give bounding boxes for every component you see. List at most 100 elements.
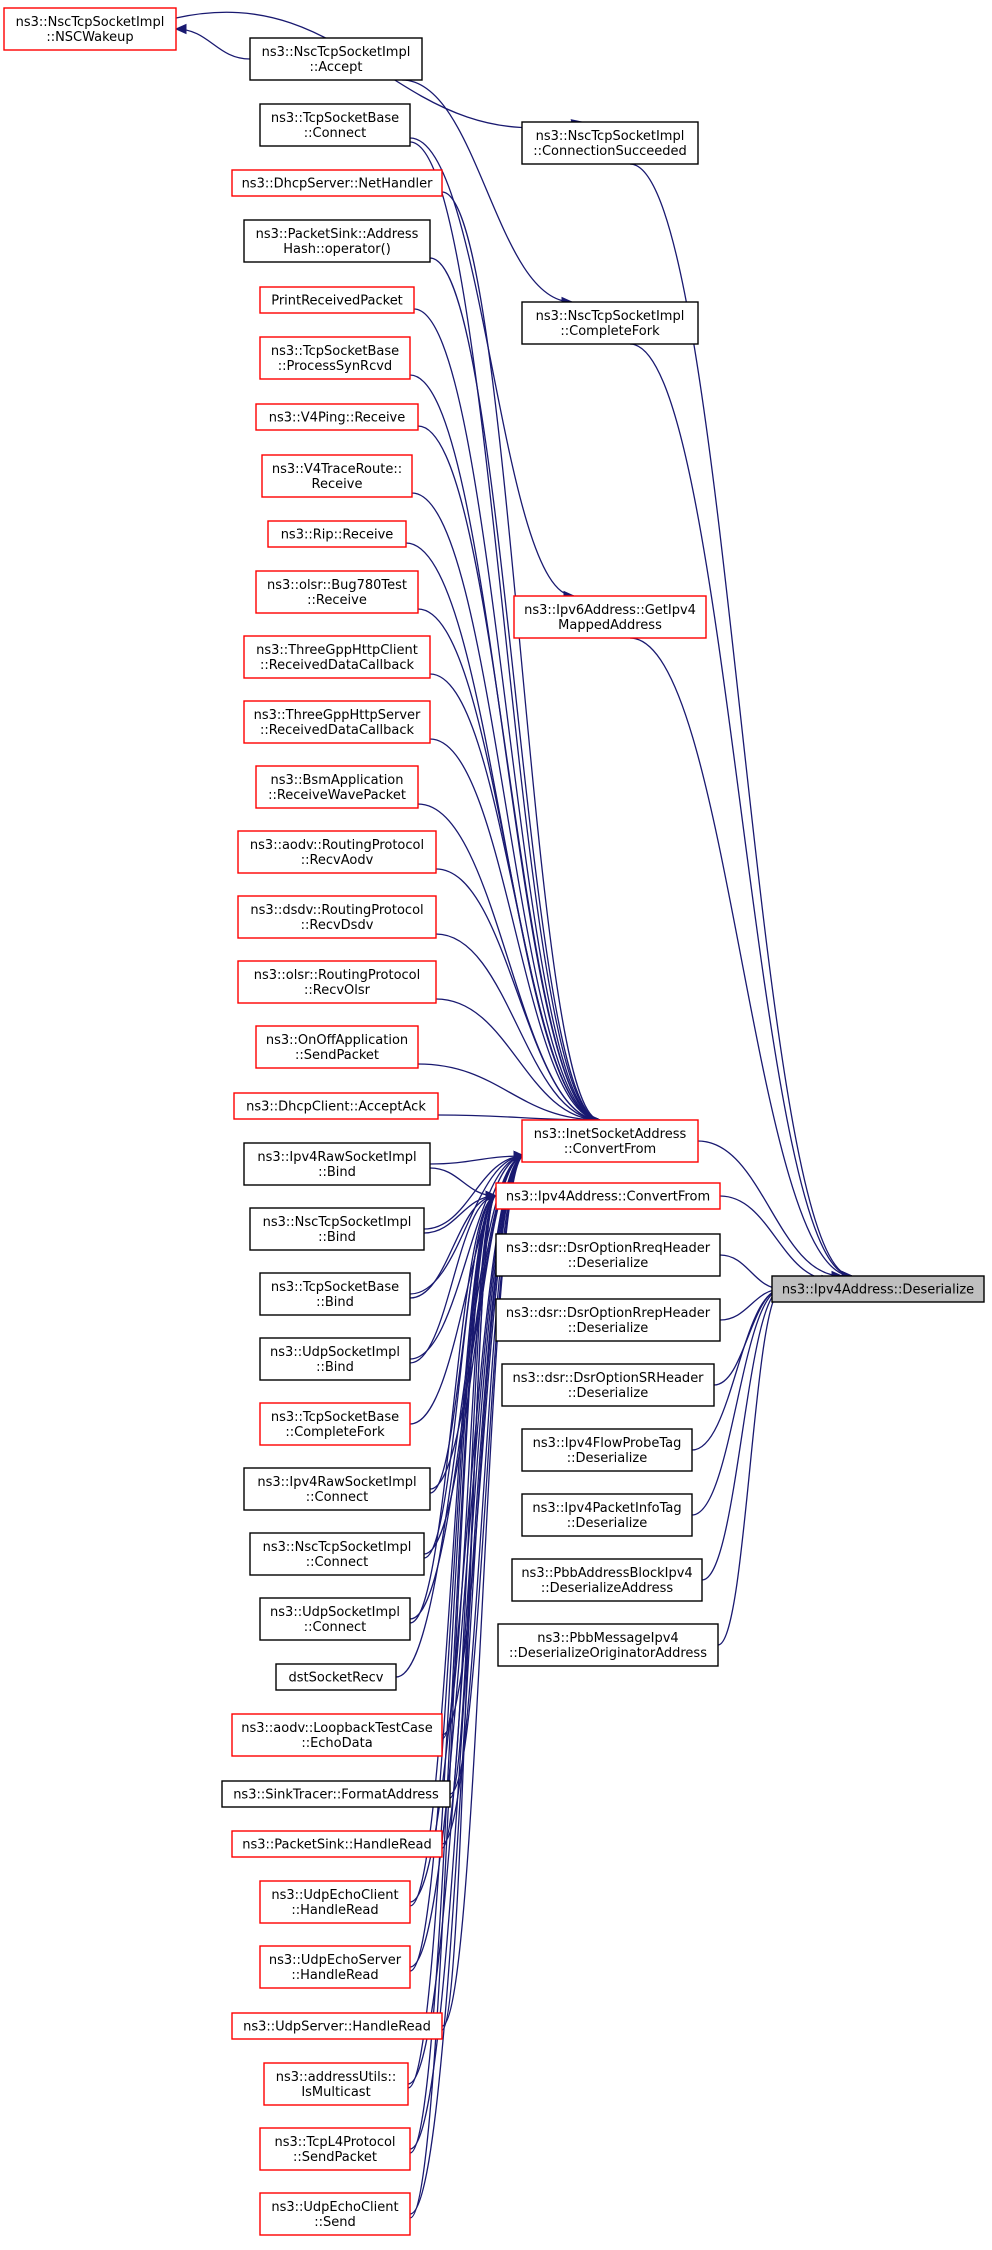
node-label-ismulticast-1: IsMulticast [301,2085,370,2100]
node-label-onoff-0: ns3::OnOffApplication [266,1033,408,1048]
node-printreceived[interactable]: PrintReceivedPacket [259,286,415,314]
node-aodvrecv[interactable]: ns3::aodv::RoutingProtocol::RecvAodv [237,830,437,874]
node-ismulticast[interactable]: ns3::addressUtils::IsMulticast [263,2062,409,2106]
node-udpserverread[interactable]: ns3::UdpServer::HandleRead [231,2012,443,2040]
node-tcpbaseconnect[interactable]: ns3::TcpSocketBase::Connect [259,103,411,147]
node-sinktracer[interactable]: ns3::SinkTracer::FormatAddress [221,1780,451,1808]
edge-olsrrecv-to-hub [435,998,601,1121]
node-onoff[interactable]: ns3::OnOffApplication::SendPacket [255,1025,419,1069]
node-label-pbbmsg-0: ns3::PbbMessageIpv4 [537,1631,678,1646]
node-dhcpserver[interactable]: ns3::DhcpServer::NetHandler [231,169,443,197]
node-httpclient[interactable]: ns3::ThreeGppHttpClient::ReceivedDataCal… [243,635,431,679]
node-box-dstsocket [275,1663,397,1691]
node-dsrrreq[interactable]: ns3::dsr::DsrOptionRreqHeader::Deseriali… [495,1233,721,1277]
node-loopback[interactable]: ns3::aodv::LoopbackTestCase::EchoData [231,1713,443,1757]
node-label-olsrrecv-1: ::RecvOlsr [304,983,371,998]
node-dsrsr[interactable]: ns3::dsr::DsrOptionSRHeader::Deserialize [501,1363,715,1407]
node-box-pbbblock [511,1558,703,1602]
node-box-ipv6getipv4 [513,595,707,639]
node-label-tcpbasebind-1: ::Bind [316,1295,354,1310]
node-bug780[interactable]: ns3::olsr::Bug780Test::Receive [255,570,419,614]
edge-pbbblock-to-target [701,1288,783,1581]
node-pbbblock[interactable]: ns3::PbbAddressBlockIpv4::DeserializeAdd… [511,1558,703,1602]
node-udpbind[interactable]: ns3::UdpSocketImpl::Bind [259,1337,411,1381]
node-box-loopback [231,1713,443,1757]
node-box-sinktracer [221,1780,451,1808]
node-label-bsm-1: ::ReceiveWavePacket [268,788,406,803]
node-label-packetsinkhash-0: ns3::PacketSink::Address [256,227,419,242]
edge-packetsinkread-to-ipv4convert [441,1195,497,1849]
node-label-udpserverread-0: ns3::UdpServer::HandleRead [243,2020,431,2035]
node-udpconnect[interactable]: ns3::UdpSocketImpl::Connect [259,1597,411,1641]
node-target[interactable]: ns3::Ipv4Address::Deserialize [771,1275,985,1303]
edge-udpbind-to-ipv4convert [409,1195,497,1364]
edge-ipv4rawbind-to-hub [429,1155,525,1165]
node-box-printreceived [259,286,415,314]
node-rip[interactable]: ns3::Rip::Receive [267,520,407,548]
node-label-printreceived-0: PrintReceivedPacket [271,294,403,309]
node-flowprobe[interactable]: ns3::Ipv4FlowProbeTag::Deserialize [521,1428,693,1472]
node-bsm[interactable]: ns3::BsmApplication::ReceiveWavePacket [255,765,419,809]
node-nscbind[interactable]: ns3::NscTcpSocketImpl::Bind [249,1207,425,1251]
node-httpserver[interactable]: ns3::ThreeGppHttpServer::ReceivedDataCal… [243,700,431,744]
node-label-nscwakeup-0: ns3::NscTcpSocketImpl [16,15,165,30]
node-box-connsucceeded [521,121,699,165]
node-v4trace[interactable]: ns3::V4TraceRoute::Receive [261,454,413,498]
node-dhcpclient[interactable]: ns3::DhcpClient::AcceptAck [233,1092,439,1120]
node-dsrrrep[interactable]: ns3::dsr::DsrOptionRrepHeader::Deseriali… [495,1298,721,1342]
edge-tcpbaseconnect-to-ipv6getipv4 [409,137,575,597]
node-echoclientsend[interactable]: ns3::UdpEchoClient::Send [259,2192,411,2236]
node-box-echoserverread [259,1945,411,1989]
node-label-completefork-0: ns3::NscTcpSocketImpl [536,309,685,324]
node-olsrrecv[interactable]: ns3::olsr::RoutingProtocol::RecvOlsr [237,960,437,1004]
node-v4ping[interactable]: ns3::V4Ping::Receive [255,403,419,431]
node-processsynrcvd[interactable]: ns3::TcpSocketBase::ProcessSynRcvd [259,336,411,380]
node-completefork[interactable]: ns3::NscTcpSocketImpl::CompleteFork [521,301,699,345]
node-label-echoclientread-1: ::HandleRead [291,1903,378,1918]
node-label-nscwakeup-1: ::NSCWakeup [46,30,133,45]
edge-printreceived-to-hub [413,308,601,1121]
node-ipv4convert[interactable]: ns3::Ipv4Address::ConvertFrom [495,1182,721,1210]
node-label-aodvrecv-1: ::RecvAodv [301,853,374,868]
node-hub[interactable]: ns3::InetSocketAddress::ConvertFrom [521,1119,699,1163]
node-box-flowprobe [521,1428,693,1472]
node-box-udpconnect [259,1597,411,1641]
node-label-dsdvrecv-0: ns3::dsdv::RoutingProtocol [250,903,423,918]
node-tcpcompletefork[interactable]: ns3::TcpSocketBase::CompleteFork [259,1402,411,1446]
node-box-udpbind [259,1337,411,1381]
node-label-httpserver-0: ns3::ThreeGppHttpServer [254,708,421,723]
node-label-dsrsr-0: ns3::dsr::DsrOptionSRHeader [512,1371,704,1386]
node-ipv4rawconnect[interactable]: ns3::Ipv4RawSocketImpl::Connect [243,1467,431,1511]
edge-nscaccept-to-nscwakeup-arrowhead [174,23,187,35]
node-dsdvrecv[interactable]: ns3::dsdv::RoutingProtocol::RecvDsdv [237,895,437,939]
node-box-onoff [255,1025,419,1069]
node-label-v4ping-0: ns3::V4Ping::Receive [269,411,406,426]
node-nscwakeup[interactable]: ns3::NscTcpSocketImpl::NSCWakeup [3,7,177,51]
node-tcpl4send[interactable]: ns3::TcpL4Protocol::SendPacket [259,2127,411,2171]
node-packetsinkread[interactable]: ns3::PacketSink::HandleRead [231,1830,443,1858]
node-box-httpclient [243,635,431,679]
node-echoserverread[interactable]: ns3::UdpEchoServer::HandleRead [259,1945,411,1989]
node-connsucceeded[interactable]: ns3::NscTcpSocketImpl::ConnectionSucceed… [521,121,699,165]
node-tcpbasebind[interactable]: ns3::TcpSocketBase::Bind [259,1272,411,1316]
node-label-pbbblock-1: ::DeserializeAddress [541,1581,674,1596]
node-box-v4ping [255,403,419,431]
node-pbbmsg[interactable]: ns3::PbbMessageIpv4::DeserializeOriginat… [497,1623,719,1667]
edge-echoclientsend-to-ipv4convert [409,1195,497,2219]
node-pktinfotag[interactable]: ns3::Ipv4PacketInfoTag::Deserialize [521,1493,693,1537]
node-dstsocket[interactable]: dstSocketRecv [275,1663,397,1691]
node-box-ismulticast [263,2062,409,2106]
node-ipv4rawbind[interactable]: ns3::Ipv4RawSocketImpl::Bind [243,1142,431,1186]
node-label-rip-0: ns3::Rip::Receive [281,528,394,543]
node-nscconnect[interactable]: ns3::NscTcpSocketImpl::Connect [249,1532,425,1576]
node-label-nscaccept-1: ::Accept [309,60,362,75]
node-box-nscwakeup [3,7,177,51]
node-label-dhcpclient-0: ns3::DhcpClient::AcceptAck [246,1100,426,1115]
edge-bsm-to-hub [417,803,601,1121]
node-box-nscbind [249,1207,425,1251]
node-nscaccept[interactable]: ns3::NscTcpSocketImpl::Accept [249,37,423,81]
node-echoclientread[interactable]: ns3::UdpEchoClient::HandleRead [259,1880,411,1924]
node-label-ipv4convert-0: ns3::Ipv4Address::ConvertFrom [506,1190,710,1205]
